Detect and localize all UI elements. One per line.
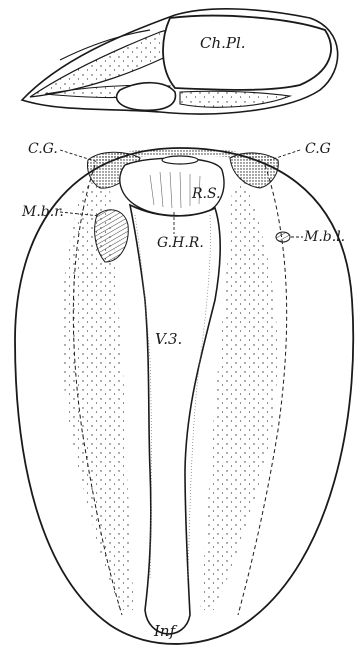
choroid-plexus	[22, 9, 338, 114]
label-infundibulum: Inf	[154, 624, 175, 639]
label-choroid-plexus: Ch.Pl.	[200, 36, 246, 51]
mbr-body	[95, 210, 129, 262]
label-mbl: M.b.l.	[304, 230, 345, 244]
mbl-body	[276, 232, 290, 242]
label-third-ventricle: V.3.	[155, 332, 182, 347]
label-mbr: M.b.r.	[22, 205, 64, 219]
label-cg-left: C.G.	[28, 142, 58, 156]
label-recessus: R.S.	[192, 187, 221, 201]
label-ghr: G.H.R.	[157, 236, 204, 250]
label-cg-right: C.G	[305, 142, 331, 156]
recessus-opening	[162, 156, 198, 164]
